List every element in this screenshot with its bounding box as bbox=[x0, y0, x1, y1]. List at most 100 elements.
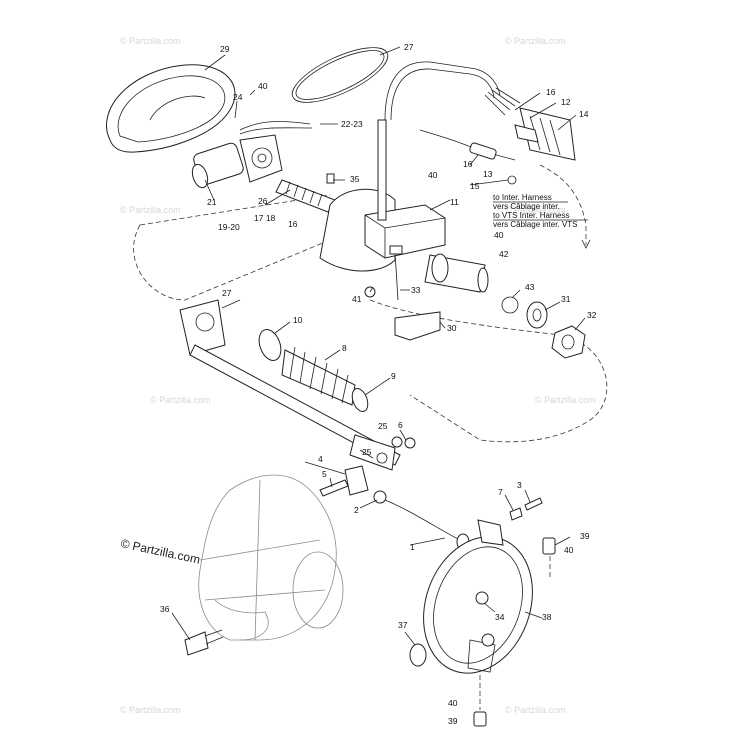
tie-rod bbox=[179, 299, 401, 471]
callout-label: 22-23 bbox=[341, 119, 363, 129]
nut-35 bbox=[326, 173, 335, 184]
cap-15 bbox=[507, 175, 517, 185]
callout-label: 25 bbox=[362, 447, 372, 457]
clamp-10 bbox=[258, 329, 282, 361]
watermark: © Partzilla.com bbox=[120, 205, 181, 215]
connector-12-16 bbox=[484, 87, 576, 161]
harness-note-line4: vers Câblage inter. VTS bbox=[493, 220, 577, 229]
watermark: © Partzilla.com bbox=[535, 395, 596, 405]
callout-label: 13 bbox=[483, 169, 493, 179]
callout-label: 21 bbox=[207, 197, 217, 207]
callout-label: 5 bbox=[322, 469, 327, 479]
callout-label: 3 bbox=[517, 480, 522, 490]
callout-labels: 29 27 40 24 22-23 16 12 14 16 13 15 21 2… bbox=[160, 42, 597, 726]
callout-label: 33 bbox=[411, 285, 421, 295]
watermark: © Partzilla.com bbox=[505, 705, 566, 715]
callout-label: 25 bbox=[378, 421, 388, 431]
callout-label: 2 bbox=[354, 505, 359, 515]
callout-label: 39 bbox=[580, 531, 590, 541]
bushing-37 bbox=[409, 643, 427, 667]
harness-note-line3: to VTS Inter. Harness bbox=[493, 211, 569, 220]
bolt-36 bbox=[184, 631, 209, 656]
bracket-30 bbox=[394, 311, 441, 341]
pump-housing-ghost bbox=[198, 474, 344, 641]
watermark: © Partzilla.com bbox=[120, 705, 181, 715]
callout-label: 9 bbox=[391, 371, 396, 381]
callout-label: 41 bbox=[352, 294, 362, 304]
callout-label: 31 bbox=[561, 294, 571, 304]
callout-label: 35 bbox=[350, 174, 360, 184]
callout-label: 40 bbox=[448, 698, 458, 708]
callout-label: 11 bbox=[450, 197, 459, 207]
belt-loop-inner bbox=[295, 50, 385, 100]
washer-6 bbox=[404, 437, 416, 449]
harness-note: to Inter. Harness vers Câblage inter. to… bbox=[493, 193, 588, 229]
harness-arrowhead bbox=[581, 239, 591, 249]
callout-label: 7 bbox=[498, 487, 503, 497]
oring-43 bbox=[501, 296, 519, 314]
screw-39 bbox=[473, 711, 487, 727]
callout-label: 38 bbox=[542, 612, 552, 622]
washer-7 bbox=[509, 507, 523, 521]
callout-label: 40 bbox=[564, 545, 574, 555]
callout-label: 10 bbox=[293, 315, 303, 325]
callout-label: 16 bbox=[546, 87, 556, 97]
callout-label: 43 bbox=[525, 282, 535, 292]
harness-arrow bbox=[539, 164, 587, 245]
harness-cable-inner bbox=[390, 68, 495, 121]
watermark: © Partzilla.com bbox=[505, 205, 566, 215]
screw-39 bbox=[542, 537, 556, 555]
callout-label: 40 bbox=[494, 230, 504, 240]
callout-label: 27 bbox=[222, 288, 232, 298]
wire-22-23b bbox=[239, 127, 313, 135]
bolt-5 bbox=[319, 479, 349, 497]
clamp-9 bbox=[351, 387, 369, 413]
nut-2 bbox=[373, 490, 387, 504]
callout-label: 40 bbox=[428, 170, 438, 180]
watermark: © Partzilla.com bbox=[120, 36, 181, 46]
callout-label: 16 bbox=[463, 159, 473, 169]
callout-label: 1 bbox=[410, 542, 415, 552]
washer-25 bbox=[391, 436, 403, 448]
actuator-housing bbox=[319, 119, 446, 272]
callout-label: 15 bbox=[470, 181, 480, 191]
callout-label: 36 bbox=[160, 604, 170, 614]
washer-31 bbox=[526, 301, 548, 329]
watermark: © Partzilla.com bbox=[505, 36, 566, 46]
watermarks: © Partzilla.com © Partzilla.com © Partzi… bbox=[120, 36, 596, 715]
harness-wire bbox=[419, 129, 516, 161]
watermark: © Partzilla.com bbox=[150, 395, 211, 405]
callout-label: 26 bbox=[258, 196, 268, 206]
connector-13 bbox=[469, 142, 497, 160]
callout-label: 40 bbox=[258, 81, 268, 91]
harness-note-line1: to Inter. Harness bbox=[493, 193, 552, 202]
steering-nozzle-38 bbox=[423, 519, 533, 674]
harness-note-line2: vers Câblage inter. bbox=[493, 202, 560, 211]
wire-22-23 bbox=[239, 121, 311, 131]
callout-label: 6 bbox=[398, 420, 403, 430]
callout-label: 19-20 bbox=[218, 222, 240, 232]
leader-lines bbox=[171, 46, 586, 646]
cover-part bbox=[106, 64, 236, 153]
callout-label: 27 bbox=[404, 42, 414, 52]
bolt-3 bbox=[524, 497, 543, 511]
screw-33 bbox=[394, 251, 399, 301]
bellows-boot-8 bbox=[281, 346, 356, 406]
drive-shaft bbox=[424, 253, 489, 293]
callout-label: 37 bbox=[398, 620, 408, 630]
callout-label: 34 bbox=[495, 612, 505, 622]
callout-label: 24 bbox=[233, 92, 243, 102]
nut-32 bbox=[551, 325, 586, 359]
callout-label: 32 bbox=[587, 310, 597, 320]
belt-loop bbox=[291, 47, 389, 103]
callout-label: 14 bbox=[579, 109, 589, 119]
callout-label: 17 18 bbox=[254, 213, 276, 223]
worm-gear bbox=[275, 179, 336, 213]
callout-label: 8 bbox=[342, 343, 347, 353]
screw-33-head bbox=[389, 245, 403, 255]
callout-label: 4 bbox=[318, 454, 323, 464]
trim-motor bbox=[191, 134, 283, 189]
ball-joint-4 bbox=[344, 465, 369, 496]
